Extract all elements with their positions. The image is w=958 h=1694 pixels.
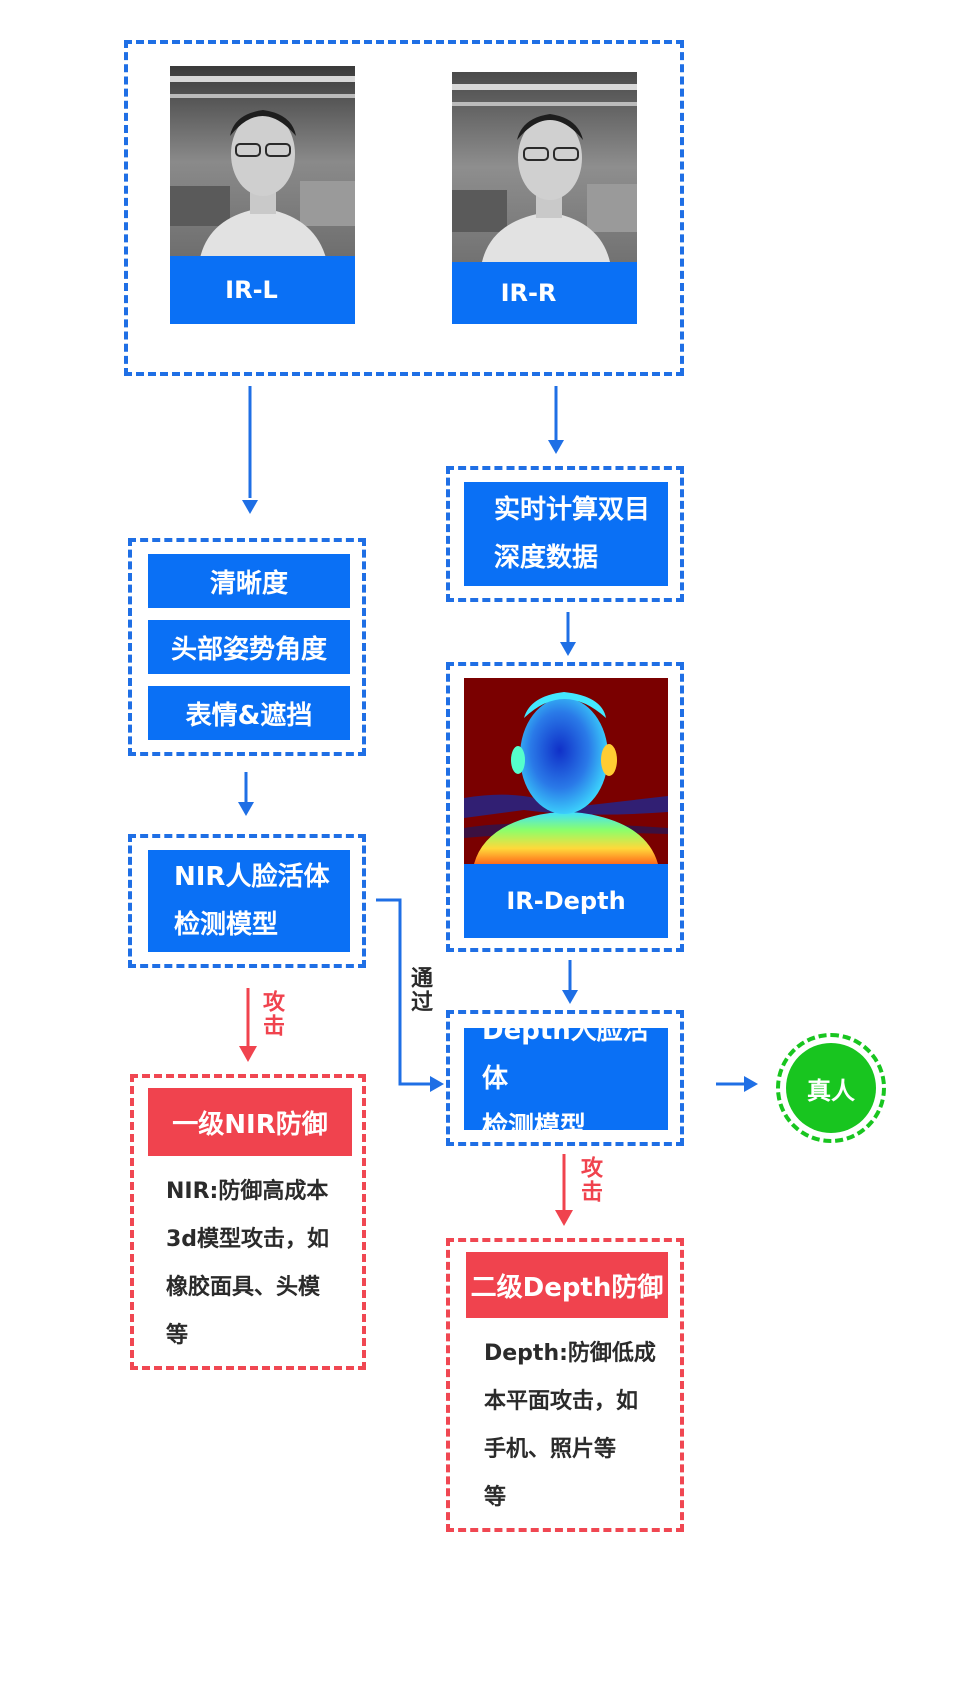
defense-1-description: NIR:防御高成本 3d模型攻击，如 橡胶面具、头模 等 bbox=[166, 1168, 356, 1360]
depth-compute-line-1: 实时计算双目 bbox=[494, 495, 651, 525]
quality-check-group bbox=[128, 538, 366, 756]
ir-right-photo bbox=[452, 72, 637, 262]
ir-depth-group bbox=[446, 662, 684, 952]
arrow-depth-compute-to-ir-depth bbox=[560, 612, 576, 656]
nir-model-line-1: NIR人脸活体 bbox=[174, 862, 330, 892]
nir-model-line-2: 检测模型 bbox=[174, 910, 279, 940]
defense-1-line-4: 等 bbox=[166, 1323, 189, 1348]
depth-compute-line-2: 深度数据 bbox=[494, 543, 599, 573]
defense-1-line-3: 橡胶面具、头模 bbox=[166, 1275, 321, 1300]
ir-right-label: IR-R bbox=[452, 262, 637, 324]
ir-depth-label: IR-Depth bbox=[464, 864, 668, 938]
ir-left-label: IR-L bbox=[170, 256, 355, 324]
pass-label: 通过 bbox=[407, 966, 432, 1014]
defense-1-line-2: 3d模型攻击，如 bbox=[166, 1227, 330, 1252]
defense-1-title: 一级NIR防御 bbox=[148, 1088, 352, 1156]
attack-label-2: 攻击 bbox=[577, 1156, 602, 1204]
ir-depth-map bbox=[464, 678, 668, 864]
arrow-quality-to-nir-model bbox=[238, 772, 254, 816]
arrow-nir-attack-to-defense-1 bbox=[239, 988, 257, 1062]
result-outer-ring bbox=[776, 1033, 886, 1143]
ir-left-photo bbox=[170, 66, 355, 258]
input-group bbox=[124, 40, 684, 376]
nir-model-box: NIR人脸活体 检测模型 bbox=[148, 850, 350, 952]
depth-model-line-1: Depth人脸活体 bbox=[482, 1016, 649, 1094]
defense-2-description: Depth:防御低成 本平面攻击，如 手机、照片等 等 bbox=[484, 1330, 674, 1522]
quality-check-head-pose: 头部姿势角度 bbox=[148, 620, 350, 674]
depth-model-box: Depth人脸活体 检测模型 bbox=[464, 1016, 668, 1142]
result-circle: 真人 bbox=[786, 1043, 876, 1133]
arrow-input-to-depth-compute bbox=[548, 386, 564, 454]
defense-2-line-3: 手机、照片等 bbox=[484, 1437, 617, 1462]
defense-2-line-4: 等 bbox=[484, 1485, 507, 1510]
defense-2-group bbox=[446, 1238, 684, 1532]
depth-compute-group bbox=[446, 466, 684, 602]
arrow-ir-depth-to-depth-model bbox=[562, 960, 578, 1004]
arrow-depth-attack-to-defense-2 bbox=[555, 1154, 573, 1226]
defense-2-title: 二级Depth防御 bbox=[466, 1252, 668, 1318]
depth-compute-box: 实时计算双目 深度数据 bbox=[464, 482, 668, 586]
quality-check-clarity: 清晰度 bbox=[148, 554, 350, 608]
arrow-input-to-quality bbox=[242, 386, 258, 514]
depth-model-group bbox=[446, 1010, 684, 1146]
result-label: 真人 bbox=[807, 1076, 855, 1105]
depth-model-line-2: 检测模型 bbox=[482, 1112, 587, 1142]
quality-check-expression-occlusion: 表情&遮挡 bbox=[148, 686, 350, 740]
nir-model-group bbox=[128, 834, 366, 968]
arrow-depth-model-to-result bbox=[716, 1076, 758, 1092]
attack-label-1: 攻击 bbox=[259, 990, 284, 1038]
defense-1-group bbox=[130, 1074, 366, 1370]
defense-2-line-2: 本平面攻击，如 bbox=[484, 1389, 639, 1414]
defense-2-line-1: Depth:防御低成 bbox=[484, 1341, 656, 1366]
defense-1-line-1: NIR:防御高成本 bbox=[166, 1179, 329, 1204]
